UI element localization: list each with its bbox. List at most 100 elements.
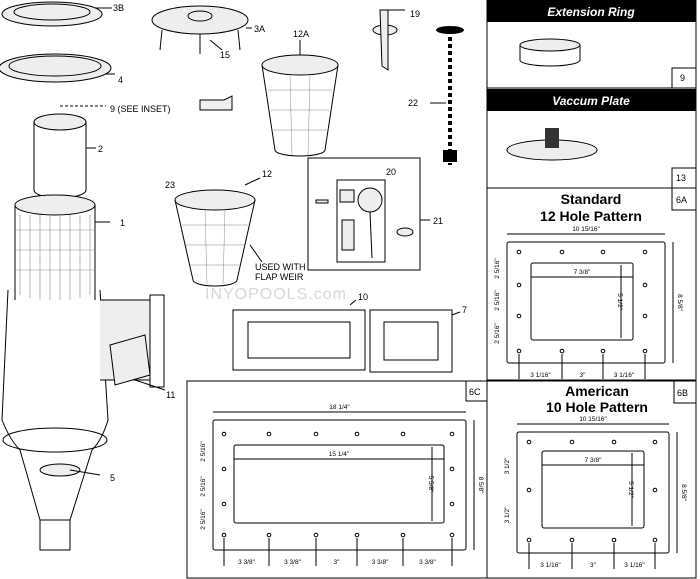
mounting-hole [642,313,648,319]
pattern-6a-panel: 6A Standard 12 Hole Pattern 10 15/16" 7 3… [486,187,697,381]
left-spacing-label: 2 5/16" [200,476,207,497]
pattern-6c-panel: 6C 18 1/4"15 1/4"5 5/8"8 5/8"2 5/16"2 5/… [186,380,488,579]
label-2: 2 [98,144,103,154]
label-3a: 3A [254,24,265,34]
label-21: 21 [433,216,443,226]
mounting-hole [449,431,455,437]
mounting-hole [611,537,617,543]
width-label: 10 15/16" [572,226,600,233]
mounting-hole [354,532,360,538]
inner-height-label: 5 1/2" [616,293,623,310]
mounting-hole [221,431,227,437]
part-faceplate-10: 10 [232,292,368,371]
label-20: 20 [386,167,396,177]
part-basket-cover-3a: 3A 15 [151,5,265,60]
part-basket-1: 1 [14,194,125,300]
flange-outline [212,419,467,551]
opening-outline [541,450,645,529]
vacuum-plate-title: Vaccum Plate [552,94,630,108]
pattern-6b-id: 6B [677,388,688,398]
label-flap-weir-2: FLAP WEIR [255,272,304,282]
label-15: 15 [220,50,230,60]
bottom-spacing-label: 3 3/8" [372,559,389,566]
pattern-6b-title-2: 10 Hole Pattern [546,399,648,415]
label-7: 7 [462,305,467,315]
mounting-hole [400,431,406,437]
mounting-hole [313,532,319,538]
mounting-hole [559,249,565,255]
mounting-hole [221,466,227,472]
label-12a: 12A [293,29,309,39]
extension-ring-title: Extension Ring [547,5,635,19]
part-faceplate-7: 7 [369,305,467,373]
flange-outline [516,431,670,554]
mounting-hole [642,348,648,354]
mounting-hole [569,439,575,445]
mounting-hole [354,431,360,437]
label-10: 10 [358,292,368,302]
left-spacing-label: 3 1/2" [504,457,511,474]
inner-width-label: 7 3/8" [585,457,602,464]
mounting-hole [516,313,522,319]
bottom-spacing-label: 3" [334,559,341,566]
left-spacing-label: 2 5/16" [494,323,501,344]
mounting-hole [516,348,522,354]
label-11: 11 [166,390,175,400]
mounting-hole [449,501,455,507]
pointing-hand-icon [199,95,233,111]
mounting-hole [400,532,406,538]
bottom-spacing-label: 3 1/16" [624,562,645,569]
mounting-hole [526,439,532,445]
mounting-hole [569,537,575,543]
mounting-hole [600,249,606,255]
width-label: 10 15/16" [579,416,607,423]
pattern-6a-title-1: Standard [561,191,622,207]
mounting-hole [652,487,658,493]
height-label: 8 5/8" [477,477,484,494]
opening-outline [530,262,634,341]
left-spacing-label: 2 5/16" [200,441,207,462]
inset-extension-ring: Extension Ring 9 [486,0,697,89]
inner-height-label: 5 5/8" [427,476,434,493]
part-basket-12: 23 12 USED WITH FLAP WEIR [165,169,306,287]
opening-outline [233,444,445,524]
inner-width-label: 7 3/8" [574,269,591,276]
bottom-spacing-label: 3" [580,372,587,379]
height-label: 8 5/8" [680,484,687,501]
bottom-spacing-label: 3 3/8" [284,559,301,566]
mounting-hole [266,532,272,538]
flange-outline [506,241,666,364]
pattern-6a-title-2: 12 Hole Pattern [540,208,642,224]
mounting-hole [516,282,522,288]
bottom-spacing-label: 3" [590,562,597,569]
mounting-hole [516,249,522,255]
mounting-hole [652,439,658,445]
label-19: 19 [410,9,420,19]
part-extension-2: 2 [33,113,103,199]
inset-vacuum-plate: Vaccum Plate 13 [486,87,697,189]
pattern-6a-id: 6A [676,195,687,205]
mounting-hole [313,431,319,437]
label-5: 5 [110,473,115,483]
mounting-hole [449,532,455,538]
label-23: 23 [165,180,175,190]
label-1: 1 [120,218,125,228]
part-weir-19: 19 [372,9,420,71]
mounting-hole [642,249,648,255]
pattern-6b-title-1: American [565,383,629,399]
mounting-hole [526,537,532,543]
inner-width-label: 15 1/4" [329,451,350,458]
bottom-spacing-label: 3 1/16" [530,372,551,379]
watermark: INYOPOOLS.com [205,286,347,303]
mounting-hole [642,282,648,288]
bottom-spacing-label: 3 3/8" [419,559,436,566]
inner-height-label: 5 1/2" [627,481,634,498]
part-basket-12a: 12A [261,29,339,157]
mounting-hole [559,348,565,354]
bottom-spacing-label: 3 3/8" [238,559,255,566]
mounting-hole [266,431,272,437]
label-9-see-inset: 9 (SEE INSET) [60,95,233,114]
mounting-hole [611,439,617,445]
